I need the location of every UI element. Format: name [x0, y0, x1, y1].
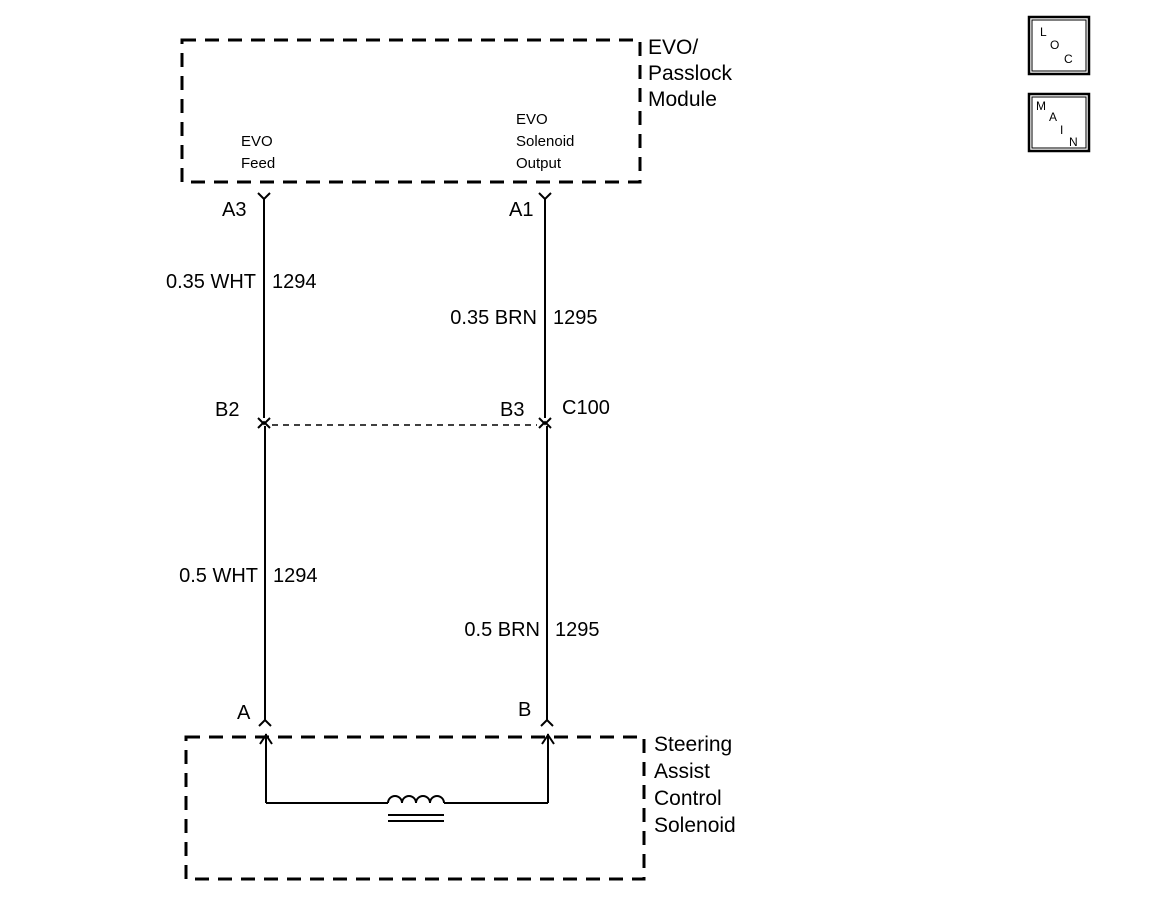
wire-lower-left-gauge: 0.5 WHT: [179, 565, 258, 587]
wire-upper-right-gauge: 0.35 BRN: [450, 307, 537, 329]
solenoid-name-line-4: Solenoid: [654, 814, 736, 837]
module-name-line-2: Passlock: [648, 62, 733, 85]
wire-upper-right-circuit: 1295: [553, 307, 598, 329]
coil-icon: [387, 795, 445, 804]
evo-solenoid-output-label-line-1: EVO: [516, 111, 548, 128]
wire-lower-right-gauge: 0.5 BRN: [464, 619, 540, 641]
wire-upper-left-gauge: 0.35 WHT: [166, 271, 256, 293]
pin-a1-label: A1: [509, 199, 533, 221]
evo-feed-label-line-2: Feed: [241, 155, 275, 172]
solenoid-arrow-left: [259, 733, 273, 745]
evo-feed-label-line-1: EVO: [241, 133, 273, 150]
main-letter-1: M: [1036, 99, 1046, 113]
pin-a3-label: A3: [222, 199, 246, 221]
main-letter-3: I: [1060, 123, 1063, 137]
wire-lower-left-circuit: 1294: [273, 565, 318, 587]
pin-a-connector: [258, 718, 272, 727]
steering-assist-solenoid-box: [184, 735, 646, 881]
loc-letter-1: L: [1040, 25, 1047, 39]
module-name-line-3: Module: [648, 88, 717, 111]
main-letter-2: A: [1049, 110, 1057, 124]
pin-b3-connector-bottom: [538, 420, 552, 429]
pin-b2-connector-top: [257, 417, 271, 426]
pin-b2-connector-bottom: [257, 420, 271, 429]
pin-b-connector: [540, 718, 554, 727]
pin-b-label: B: [518, 699, 531, 721]
evo-passlock-module-box: [180, 38, 642, 184]
pin-a-label: A: [237, 702, 251, 724]
solenoid-arrow-right: [541, 733, 555, 745]
pin-a1-connector: [538, 192, 552, 201]
loc-letter-3: C: [1064, 52, 1073, 66]
pin-b3-label: B3: [500, 399, 524, 421]
wire-upper-left-circuit: 1294: [272, 271, 317, 293]
main-button[interactable]: M A I N: [1027, 92, 1091, 153]
pin-b3-connector-top: [538, 417, 552, 426]
solenoid-name-line-2: Assist: [654, 760, 710, 783]
main-letter-4: N: [1069, 135, 1078, 149]
connector-c100-label: C100: [562, 397, 610, 419]
pin-a3-connector: [257, 192, 271, 201]
wire-lower-right-circuit: 1295: [555, 619, 600, 641]
solenoid-name-line-3: Control: [654, 787, 722, 810]
loc-letter-2: O: [1050, 38, 1059, 52]
evo-solenoid-output-label-line-3: Output: [516, 155, 562, 172]
evo-solenoid-output-label-line-2: Solenoid: [516, 133, 574, 150]
pin-b2-label: B2: [215, 399, 239, 421]
solenoid-name-line-1: Steering: [654, 733, 732, 756]
loc-button[interactable]: L O C: [1027, 15, 1091, 76]
module-name-line-1: EVO/: [648, 36, 698, 59]
